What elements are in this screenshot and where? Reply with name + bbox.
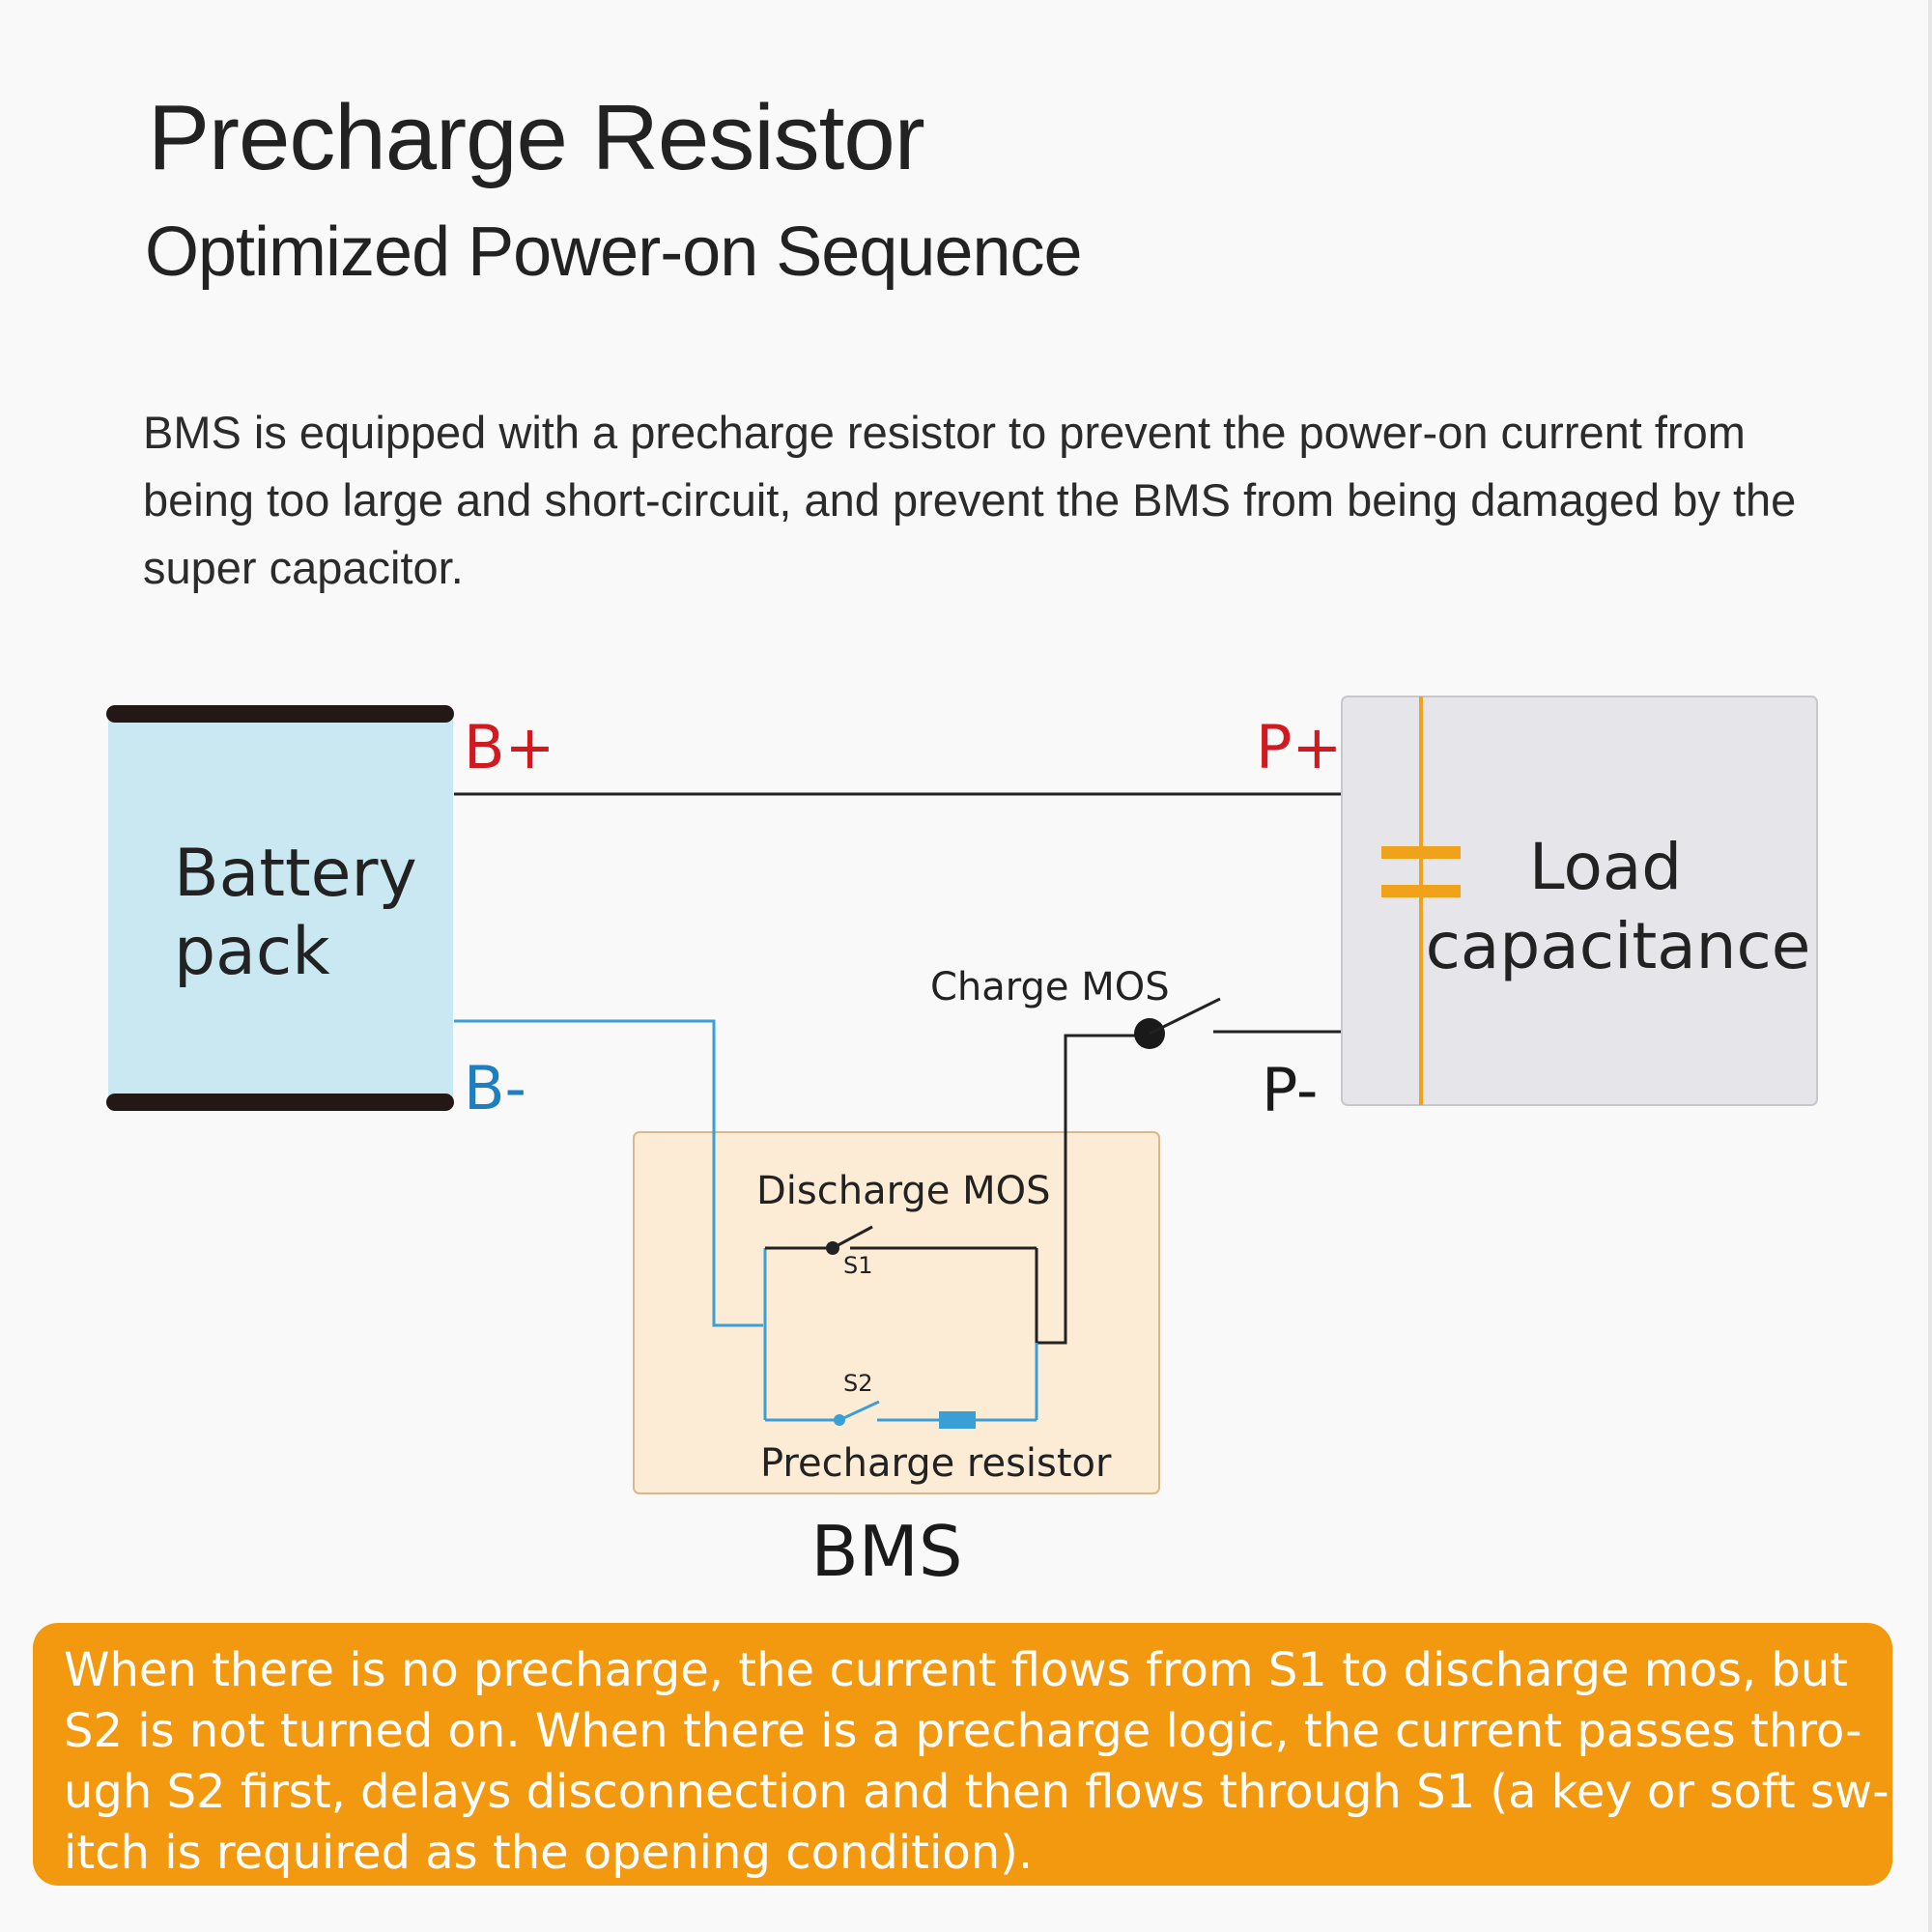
- explanation-line-2: S2 is not turned on. When there is a pre…: [64, 1704, 1862, 1758]
- s1-switch-blade: [832, 1225, 873, 1250]
- bms-right-bus: [1035, 1034, 1150, 1345]
- circuit-diagram: Battery pack B+ B- P+ P- Load capacitanc…: [0, 676, 1932, 1604]
- battery-top-terminal: [106, 705, 454, 723]
- b-minus-label: B-: [464, 1053, 526, 1123]
- s1-label: S1: [843, 1252, 873, 1279]
- precharge-resistor-symbol: [939, 1411, 976, 1429]
- discharge-mos-label: Discharge MOS: [756, 1169, 1050, 1213]
- bms-label: BMS: [810, 1511, 962, 1592]
- charge-mos-switch-blade: [1149, 997, 1221, 1036]
- battery-label-line1: Battery: [174, 836, 417, 912]
- explanation-line-3: ugh S2 first, delays disconnection and t…: [64, 1765, 1889, 1819]
- load-label-line1: Load: [1529, 830, 1682, 904]
- negative-wire-blue: [454, 1019, 763, 1327]
- p-minus-label: P-: [1262, 1055, 1318, 1125]
- circuit-diagram-svg: Battery pack B+ B- P+ P- Load capacitanc…: [106, 696, 1818, 1592]
- charge-mos-label: Charge MOS: [930, 965, 1170, 1009]
- battery-body: [108, 710, 453, 1106]
- page-title: Precharge Resistor: [148, 86, 925, 189]
- page-subtitle: Optimized Power-on Sequence: [145, 213, 1083, 291]
- load-label-line2: capacitance: [1426, 909, 1811, 983]
- p-plus-label: P+: [1256, 712, 1342, 782]
- s2-label: S2: [843, 1370, 873, 1397]
- battery-pack: Battery pack: [106, 705, 454, 1111]
- explanation-banner: When there is no precharge, the current …: [33, 1623, 1892, 1886]
- capacitor-plate-top: [1381, 846, 1461, 859]
- load-box: [1341, 696, 1818, 1106]
- explanation-line-1: When there is no precharge, the current …: [64, 1643, 1849, 1697]
- battery-bottom-terminal: [106, 1094, 454, 1111]
- intro-paragraph: BMS is equipped with a precharge resisto…: [143, 407, 1797, 593]
- load-capacitance: Load capacitance: [1341, 696, 1818, 1106]
- s2-switch-blade: [838, 1400, 880, 1422]
- battery-label-line2: pack: [174, 914, 330, 990]
- precharge-resistor-label: Precharge resistor: [760, 1441, 1112, 1486]
- b-plus-label: B+: [464, 712, 554, 782]
- explanation-line-4: itch is required as the opening conditio…: [64, 1826, 1034, 1880]
- capacitor-plate-bottom: [1381, 885, 1461, 897]
